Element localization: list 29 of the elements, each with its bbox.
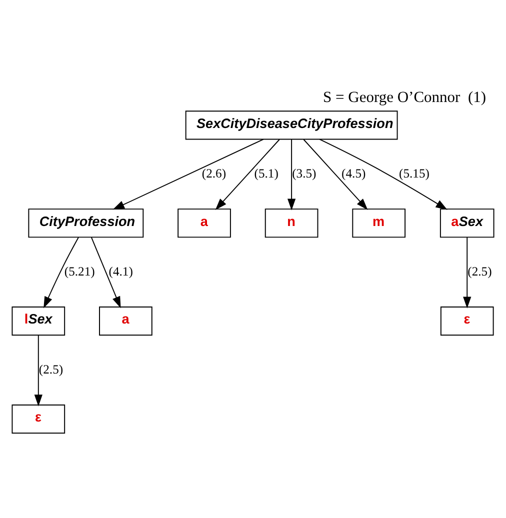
diagram-title: S = George O’Connor (1) <box>323 88 486 106</box>
arrow <box>44 236 79 308</box>
node-box: CityProfession <box>28 208 144 238</box>
arrow <box>463 236 472 308</box>
arrow <box>90 236 121 308</box>
node-box: lSex <box>12 306 66 336</box>
edge-label: (3.5) <box>292 166 316 180</box>
node-box: a <box>99 306 152 336</box>
arrow <box>34 334 42 406</box>
node-box: aSex <box>440 208 494 238</box>
edge-label: (5.1) <box>254 166 278 180</box>
edge-label: (5.21) <box>64 264 95 278</box>
node-box: ε <box>440 306 494 336</box>
edge-label: (2.5) <box>38 362 64 376</box>
arrow <box>319 138 448 210</box>
arrow <box>112 138 264 210</box>
arrow <box>287 138 296 210</box>
edge-label: (2.6) <box>202 166 226 180</box>
arrow <box>303 138 368 210</box>
edge-label: (4.1) <box>108 264 133 278</box>
edge-label: (5.15) <box>399 166 430 180</box>
node-box: SexCityDiseaseCityProfession <box>185 110 398 140</box>
edge-label: (2.5) <box>468 264 492 278</box>
node-box: a <box>178 208 231 238</box>
node-box: m <box>352 208 406 238</box>
node-box: n <box>264 208 318 238</box>
arrow <box>215 138 280 210</box>
node-box: ε <box>12 404 66 434</box>
edge-label: (4.5) <box>342 166 366 180</box>
